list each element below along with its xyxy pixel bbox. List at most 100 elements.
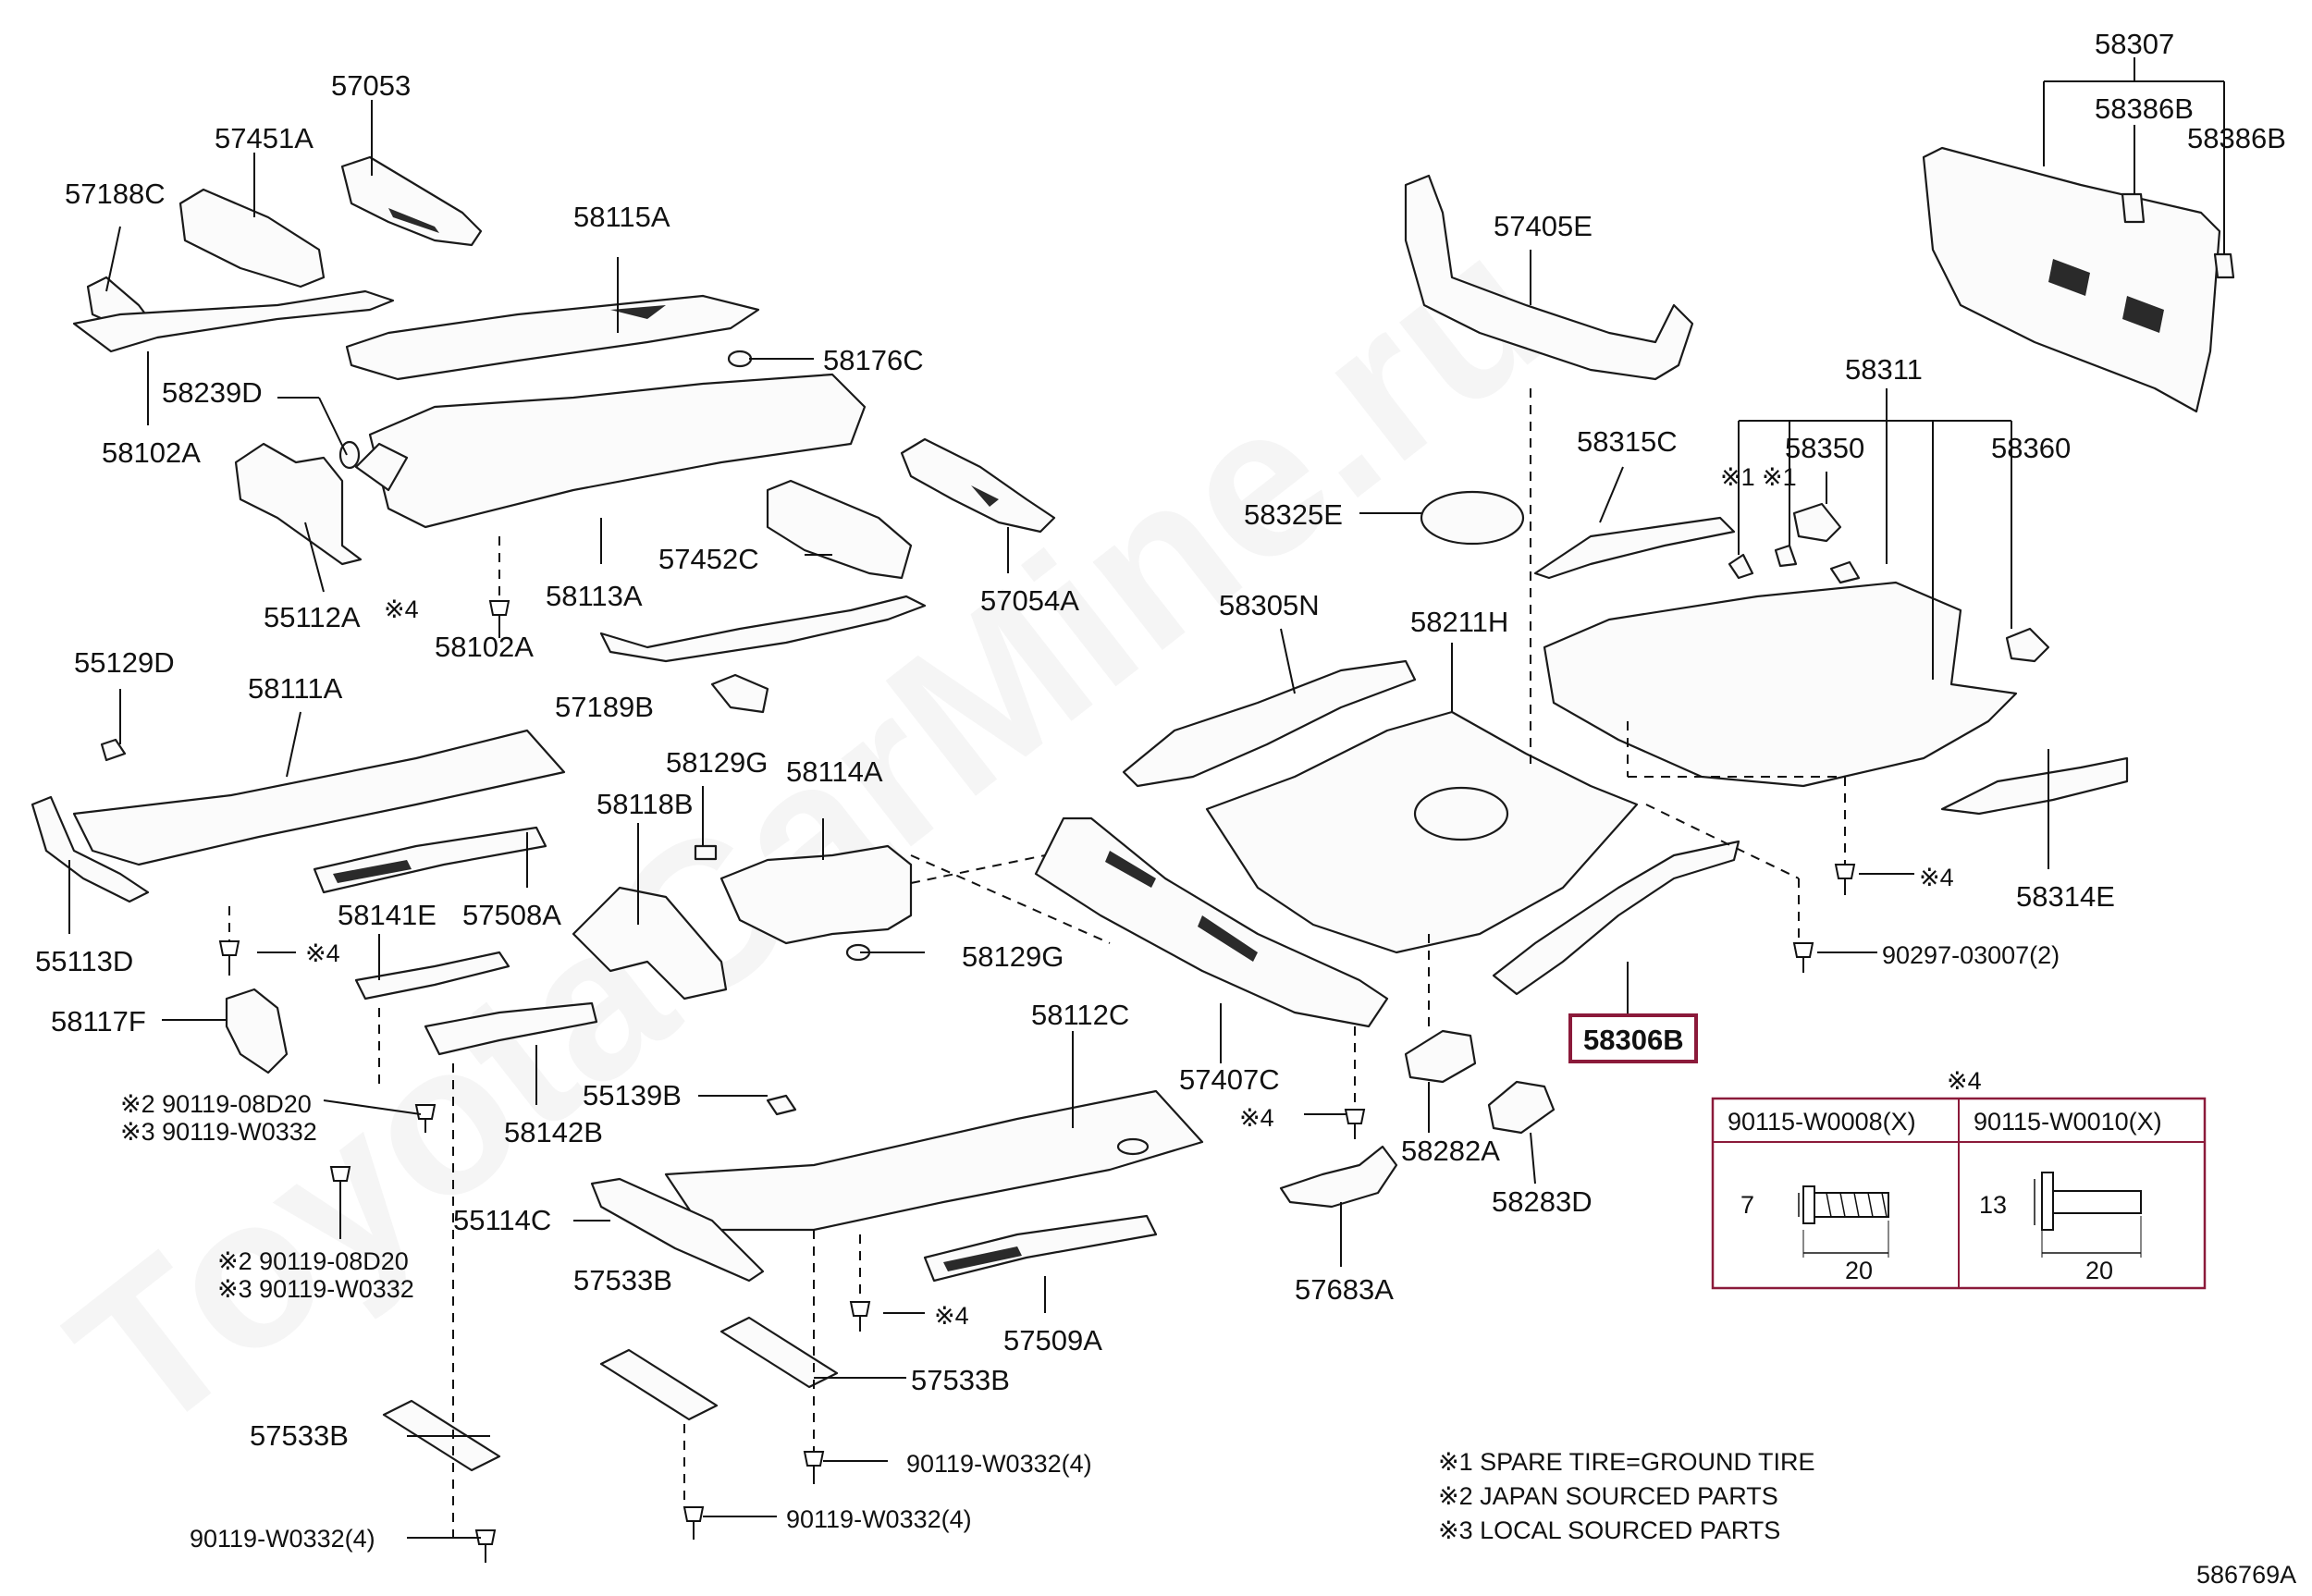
label-fast-d: 90119-W0332(4) [786, 1505, 972, 1533]
part-57054a-shape [900, 437, 1056, 534]
part-57189b-shape [710, 673, 769, 714]
part-58283d-shape [1487, 1080, 1556, 1135]
note-1: ※1 SPARE TIRE=GROUND TIRE [1438, 1448, 1814, 1476]
label-57188c: 57188C [65, 178, 166, 210]
part-57533b-a-shape [599, 1348, 719, 1421]
bolt-2-icon [2034, 1172, 2142, 1258]
label-58360: 58360 [1991, 432, 2071, 464]
bolt-table-title: ※4 [1947, 1067, 1982, 1095]
label-58350: 58350 [1785, 432, 1864, 464]
part-57451a-shape [178, 188, 326, 289]
label-57509a: 57509A [1003, 1324, 1102, 1357]
part-58315c-shape [1533, 516, 1736, 580]
part-55129d-shape [100, 738, 127, 762]
label-57533b-b: 57533B [911, 1364, 1010, 1396]
part-clip-c-shape [1829, 560, 1861, 584]
part-labels: 57053 57451A 57188C 58115A 58239D 58176C… [35, 28, 2286, 1553]
part-58142b-shape [424, 1001, 598, 1056]
label-55112a: 55112A [264, 601, 361, 633]
bolt-1-length: 20 [1845, 1257, 1873, 1284]
part-58111a-shape [72, 729, 566, 866]
note-2: ※2 JAPAN SOURCED PARTS [1438, 1482, 1778, 1510]
bolt-spec-table: ※4 90115-W0008(X) 90115-W0010(X) 7 20 13 [1711, 1067, 2207, 1290]
part-58360-shape [2005, 627, 2050, 663]
label-58129g-top: 58129G [666, 746, 768, 779]
label-58102a-mid: 58102A [435, 631, 534, 663]
label-58239d: 58239D [162, 376, 263, 409]
label-fast-c: 90119-W0332(4) [906, 1450, 1092, 1478]
leader-lines [68, 57, 2225, 1539]
label-note4-c: ※4 [934, 1302, 969, 1330]
part-58306b-shape [1492, 840, 1740, 996]
diagram-id: 586769A [2196, 1561, 2296, 1589]
label-57054a: 57054A [980, 584, 1079, 617]
label-57452c: 57452C [658, 543, 759, 575]
label-58386b-a: 58386B [2095, 92, 2194, 125]
label-58282a: 58282A [1401, 1135, 1500, 1167]
footnotes: ※1 SPARE TIRE=GROUND TIRE ※2 JAPAN SOURC… [1438, 1448, 1814, 1544]
label-58142b: 58142B [504, 1116, 603, 1148]
part-58117f-shape [225, 988, 289, 1074]
label-note4-e: ※4 [1919, 864, 1954, 891]
bolt-icons [218, 600, 1856, 1563]
part-57533b-b-shape [719, 1316, 839, 1389]
part-57509a-shape [923, 1214, 1158, 1283]
part-58113a-shape [354, 373, 867, 529]
label-58325e: 58325E [1244, 498, 1343, 531]
bolt-table-col1: 90115-W0008(X) [1728, 1108, 1916, 1136]
part-58114a-shape [719, 844, 913, 945]
label-57451a: 57451A [215, 122, 314, 154]
label-57407c: 57407C [1179, 1063, 1280, 1096]
label-fast-f: 90297-03007(2) [1882, 941, 2060, 969]
label-55113d: 55113D [35, 945, 133, 977]
part-58325e-shape [1420, 490, 1525, 546]
label-55129d: 55129D [74, 646, 175, 679]
part-clip-a-shape [1728, 553, 1754, 580]
part-55112a-shape [234, 442, 363, 566]
label-57405e: 57405E [1494, 210, 1593, 242]
part-57452c-shape [766, 479, 913, 580]
part-57407c-shape [1034, 816, 1389, 1028]
label-58306b: 58306B [1583, 1024, 1684, 1056]
label-58311: 58311 [1845, 353, 1923, 386]
label-58117f: 58117F [51, 1005, 146, 1037]
label-57533b-c: 57533B [250, 1419, 349, 1452]
label-58113a: 58113A [546, 580, 643, 612]
part-57053-shape [340, 155, 483, 247]
part-58307-shape [1922, 146, 2221, 413]
label-note1a: ※1 [1720, 463, 1755, 491]
label-58305n: 58305N [1219, 589, 1320, 621]
label-58111a: 58111A [248, 672, 343, 705]
label-58141e: 58141E [338, 899, 437, 931]
label-58307: 58307 [2095, 28, 2174, 60]
part-58176c-shape [727, 350, 753, 368]
part-55114c-shape [590, 1177, 765, 1283]
label-58115a: 58115A [573, 201, 670, 233]
label-fast-b1: ※2 90119-08D20 [217, 1247, 409, 1275]
bolt-2-height: 13 [1979, 1191, 2007, 1219]
bolt-2-length: 20 [2085, 1257, 2113, 1284]
label-58114a: 58114A [786, 755, 883, 788]
part-58211h-shape [1205, 710, 1639, 954]
dashed-guides [228, 388, 1846, 1544]
label-58118b: 58118B [596, 788, 694, 820]
part-58102a-rail-shape [72, 289, 395, 353]
label-58129g-mid: 58129G [962, 940, 1064, 973]
part-58386b-a-shape [2121, 192, 2146, 224]
label-note1b: ※1 [1762, 463, 1797, 491]
part-58305n-shape [1122, 659, 1417, 788]
part-58350-shape [1792, 502, 1842, 543]
label-note4-b: ※4 [305, 939, 340, 967]
label-58112c: 58112C [1031, 999, 1129, 1031]
part-55113d-shape [31, 795, 150, 903]
label-fast-e: 90119-W0332(4) [190, 1525, 375, 1553]
part-55139b-shape [766, 1094, 797, 1116]
label-fast-a1: ※2 90119-08D20 [120, 1090, 312, 1118]
label-58102a-top: 58102A [102, 436, 201, 469]
label-58315c: 58315C [1577, 425, 1678, 458]
label-55139b: 55139B [583, 1079, 682, 1111]
part-clip-b-shape [1774, 544, 1798, 568]
part-58112c-shape [664, 1089, 1204, 1232]
part-57683a-shape [1279, 1145, 1398, 1209]
